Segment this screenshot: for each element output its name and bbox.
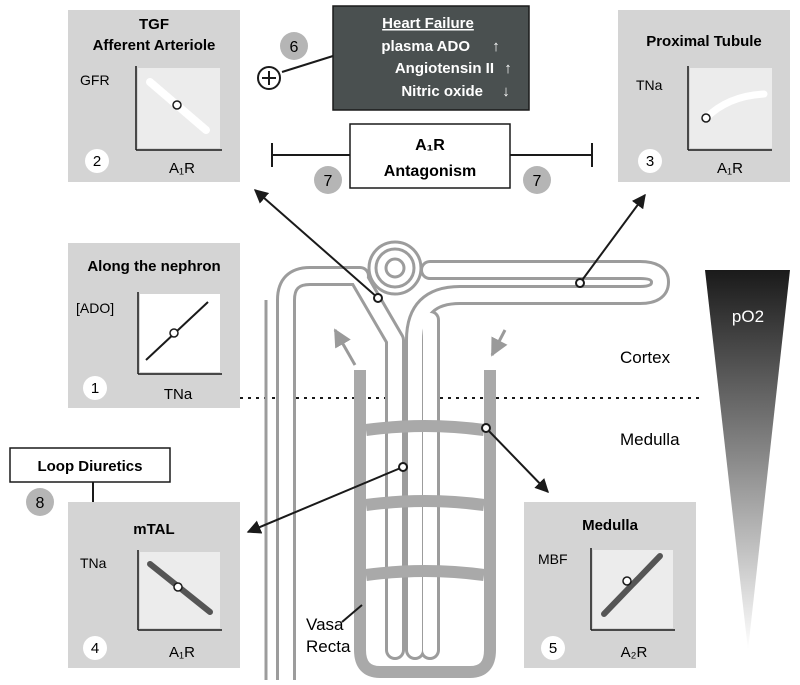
panel-title: Afferent Arteriole: [93, 37, 216, 54]
panel-tgf-afferent-arteriole: TGF Afferent Arteriole GFR 2 A₁R: [68, 10, 240, 182]
site-arrows: [246, 189, 646, 534]
panel-medulla: Medulla MBF 5 A₂R: [524, 502, 696, 668]
antagonism-line1: A₁R: [415, 137, 445, 154]
badge-7-left: [314, 166, 342, 194]
cortex-label: Cortex: [620, 348, 671, 367]
state-marker: [169, 328, 179, 338]
badge-4: [83, 636, 107, 660]
axis-label: TNa: [80, 555, 107, 571]
mini-plot-bg: [690, 68, 772, 148]
vasa-recta-outflow-arrow: [333, 328, 357, 366]
badge-2-number: 2: [93, 153, 101, 170]
hf-connector: [281, 55, 334, 73]
hf-item-text: Angiotensin II: [395, 60, 494, 77]
badge-1-number: 1: [91, 380, 99, 397]
badge-6-number: 6: [290, 39, 299, 56]
badge-3-number: 3: [646, 153, 654, 170]
badge-8: [26, 488, 54, 516]
axis-label: [ADO]: [76, 300, 114, 316]
vasa-recta-inflow-arrow: [490, 329, 508, 357]
hf-item-text: Nitric oxide: [401, 83, 483, 100]
panel-title: Medulla: [582, 517, 638, 534]
state-marker: [172, 100, 182, 110]
badge-4-number: 4: [91, 640, 99, 657]
badge-2: [85, 149, 109, 173]
mini-plot-bg: [140, 294, 220, 372]
axis-label: MBF: [538, 551, 568, 567]
heart-failure-box: Heart Failure plasma ADO ↑ Angiotensin I…: [332, 5, 530, 111]
panel-along-the-nephron: Along the nephron [ADO] 1 TNa: [68, 243, 240, 408]
loop-diuretics-box: [9, 447, 171, 483]
trend-line: [601, 553, 663, 617]
glomerulus: [367, 240, 423, 296]
heart-failure-title: Heart Failure: [382, 15, 474, 32]
axis-label: A₂R: [621, 644, 648, 661]
trend-curve: [702, 90, 768, 122]
badge-5: [541, 636, 565, 660]
state-marker: [173, 582, 183, 592]
hf-item-arrow: ↑: [492, 38, 500, 55]
medulla-label: Medulla: [620, 430, 680, 449]
panel-proximal-tubule: Proximal Tubule TNa 3 A₁R: [618, 10, 790, 182]
axis-label: TNa: [636, 77, 663, 93]
state-marker: [622, 576, 632, 586]
panel-title: TGF: [139, 16, 169, 33]
hf-item-arrow: ↑: [504, 60, 512, 77]
axis-label: A₁R: [169, 644, 195, 661]
state-marker: [701, 113, 711, 123]
badge-3: [638, 149, 662, 173]
axis-label: TNa: [164, 386, 193, 403]
vasa-recta-label-line1: Vasa: [306, 615, 344, 634]
axis-label: A₁R: [169, 160, 195, 177]
vasa-recta-label-line2: Recta: [306, 637, 351, 656]
panel-title: Proximal Tubule: [646, 33, 762, 50]
po2-gradient-wedge: [705, 270, 790, 650]
axis-label: GFR: [80, 72, 110, 88]
panel-title: mTAL: [133, 521, 174, 538]
po2-label: pO2: [732, 307, 764, 326]
a1r-antagonism-box: [349, 123, 511, 189]
badge-5-number: 5: [549, 640, 557, 657]
hf-item-arrow: ↓: [502, 83, 510, 100]
vasa-recta-pointer: [341, 604, 363, 623]
axis-label: A₁R: [717, 160, 743, 177]
panel-mtal: mTAL TNa 4 A₁R: [68, 502, 240, 668]
vasa-recta-vessels: [354, 370, 496, 678]
antagonism-line2: Antagonism: [384, 163, 476, 180]
badge-7-right-number: 7: [533, 173, 542, 190]
badge-6: [280, 32, 308, 60]
nephron-tubule: [276, 260, 670, 685]
loop-diuretics-label: Loop Diuretics: [37, 458, 142, 475]
badge-1: [83, 376, 107, 400]
badge-8-number: 8: [36, 495, 45, 512]
badge-7-left-number: 7: [324, 173, 333, 190]
panel-title: Along the nephron: [87, 258, 220, 275]
badge-7-right: [523, 166, 551, 194]
hf-item-text: plasma ADO: [381, 38, 470, 55]
